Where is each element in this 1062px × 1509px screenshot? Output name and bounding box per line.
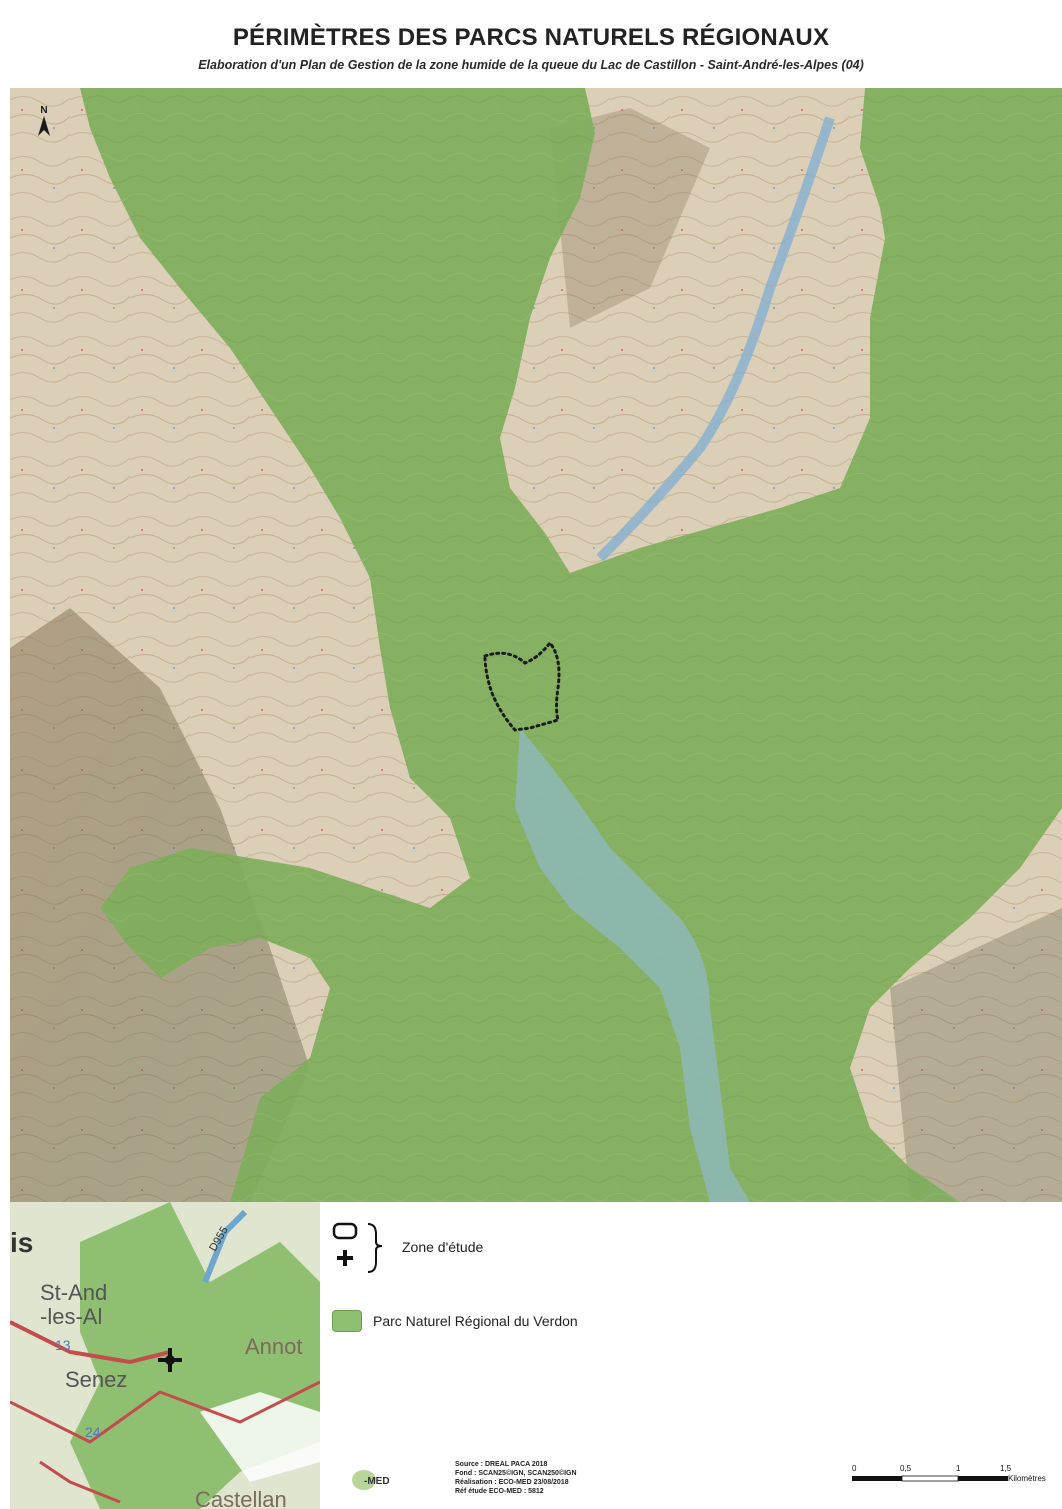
scale-tick-1: 1 <box>956 1464 961 1473</box>
main-map[interactable]: N <box>10 88 1062 1202</box>
study-zone-locator-icon <box>158 1348 182 1372</box>
inset-label-annot: Annot <box>245 1334 303 1359</box>
legend-study-zone-label: Zone d'étude <box>402 1239 484 1255</box>
park-swatch <box>332 1310 362 1332</box>
north-arrow: N <box>38 105 50 136</box>
legend-study-zone: Zone d'étude <box>330 1218 483 1276</box>
map-subtitle: Elaboration d'un Plan de Gestion de la z… <box>198 58 864 72</box>
inset-label-st-andre-1: St-And <box>40 1280 107 1305</box>
relief-shading-east <box>890 908 1062 1202</box>
inset-label-senez: Senez <box>65 1367 127 1392</box>
credit-background: Fond : SCAN25©IGN, SCAN250©IGN <box>455 1470 577 1477</box>
scale-tick-0-5: 0,5 <box>900 1464 912 1473</box>
header: PÉRIMÈTRES DES PARCS NATURELS RÉGIONAUX … <box>0 0 1062 88</box>
river-north <box>596 116 835 562</box>
legend-panel: is St-And -les-Al Senez Annot Castellan … <box>0 1202 1062 1509</box>
study-zone-outline[interactable] <box>483 640 561 732</box>
inset-label-corner: is <box>10 1227 33 1258</box>
scale-bar: 0 0,5 1 1,5 Kilomètres <box>848 1460 1062 1500</box>
legend-park: Parc Naturel Régional du Verdon <box>332 1310 578 1332</box>
inset-label-st-andre-2: -les-Al <box>40 1304 102 1329</box>
map-credits: Source : DREAL PACA 2018 Fond : SCAN25©I… <box>455 1460 577 1496</box>
inset-road-number-24: 24 <box>85 1424 101 1440</box>
map-title: PÉRIMÈTRES DES PARCS NATURELS RÉGIONAUX <box>232 24 830 51</box>
credit-source: Source : DREAL PACA 2018 <box>455 1461 548 1468</box>
legend-park-label: Parc Naturel Régional du Verdon <box>373 1313 578 1329</box>
credit-reference: Réf étude ECO-MED : 5812 <box>455 1488 544 1495</box>
locator-inset-map[interactable]: is St-And -les-Al Senez Annot Castellan … <box>10 1202 320 1509</box>
main-map-canvas: N <box>10 88 1062 1202</box>
inset-canvas: is St-And -les-Al Senez Annot Castellan … <box>10 1202 320 1509</box>
relief-shading-north <box>550 108 710 328</box>
inset-label-castellane: Castellan <box>195 1487 287 1509</box>
north-arrow-label: N <box>40 105 47 116</box>
scale-unit: Kilomètres <box>1008 1474 1046 1483</box>
lake-castillon <box>515 728 750 1202</box>
park-verdon <box>80 88 1062 1202</box>
scale-tick-0: 0 <box>852 1464 857 1473</box>
credit-author: Réalisation : ECO-MED 23/08/2018 <box>455 1479 569 1486</box>
eco-med-logo: -MED <box>350 1464 412 1494</box>
study-zone-symbol-icon <box>332 1222 383 1273</box>
scale-tick-1-5: 1,5 <box>1000 1464 1012 1473</box>
logo-text: -MED <box>364 1476 390 1487</box>
inset-road-number-13: 13 <box>55 1337 71 1353</box>
